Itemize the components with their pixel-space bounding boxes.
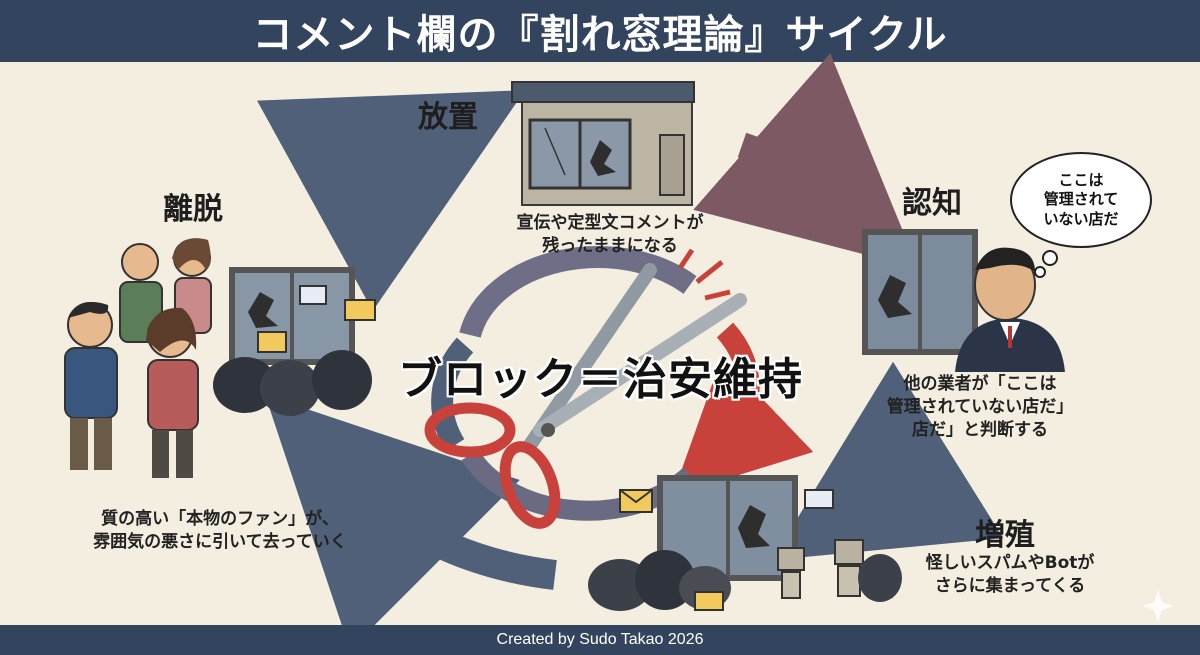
caption-line: 質の高い「本物のファン」が、 (101, 509, 339, 529)
thought-line: いない店だ (1043, 209, 1119, 228)
scissors-icon (424, 263, 747, 529)
caption-line: 他の業者が「ここは (903, 374, 1057, 394)
stage-title-neglect: 放置 (418, 100, 478, 135)
center-slogan: ブロック＝治安維持 (398, 354, 803, 405)
stage-caption-proliferation: 怪しいスパムやBotが さらに集まってくる (905, 552, 1115, 598)
people-leaving-icon (64, 238, 212, 478)
departure-window-icon (213, 267, 376, 416)
robot-icon (777, 539, 902, 602)
caption-line: 雰囲気の悪さに引いて去っていく (93, 531, 347, 552)
thought-line: 管理されて (1043, 190, 1119, 209)
thought-dots (1034, 250, 1058, 278)
stage-caption-recognition: 他の業者が「ここは 管理されていない店だ」 店だ」と判断する (865, 373, 1095, 442)
arrow-neglect-to-recognition (693, 53, 919, 269)
broken-window-icon (862, 229, 978, 355)
sparkle-icon (1142, 590, 1174, 622)
title-bar: コメント欄の『割れ窓理論』サイクル (0, 0, 1200, 62)
caption-line: 宣伝や定型文コメントが (516, 213, 704, 233)
inner-cycle-arc-top (459, 246, 697, 338)
caption-line: 怪しいスパムやBotが (925, 553, 1095, 573)
arrow-proliferation-to-departure (265, 395, 557, 650)
thought-bubble: ここは 管理されて いない店だ (1010, 152, 1152, 248)
stage-caption-neglect: 宣伝や定型文コメントが 残ったままになる (480, 212, 740, 258)
caption-line: さらに集まってくる (934, 575, 1086, 596)
arrow-departure-to-neglect (257, 90, 526, 311)
stage-title-recognition: 認知 (902, 186, 962, 221)
businessman-icon (955, 247, 1065, 372)
broken-building-icon (511, 81, 695, 206)
cut-mark-icon (677, 248, 731, 301)
stage-title-proliferation: 増殖 (975, 518, 1035, 553)
caption-line: 管理されていない店だ」 (886, 396, 1074, 417)
footer-bar: Created by Sudo Takao 2026 (0, 625, 1200, 655)
arrow-recognition-to-proliferation (771, 361, 1004, 561)
stage-title-departure: 離脱 (163, 192, 223, 227)
spam-pile-icon (588, 475, 834, 611)
footer-credit: Created by Sudo Takao 2026 (496, 631, 704, 648)
inner-cycle-arc-right (672, 322, 814, 496)
caption-line: 残ったままになる (542, 235, 678, 256)
page-title: コメント欄の『割れ窓理論』サイクル (252, 12, 948, 58)
stage-caption-departure: 質の高い「本物のファン」が、 雰囲気の悪さに引いて去っていく (40, 508, 400, 554)
inner-cycle-arc-left (431, 337, 474, 451)
thought-line: ここは (1058, 170, 1104, 189)
caption-line: 店だ」と判断する (912, 419, 1048, 440)
